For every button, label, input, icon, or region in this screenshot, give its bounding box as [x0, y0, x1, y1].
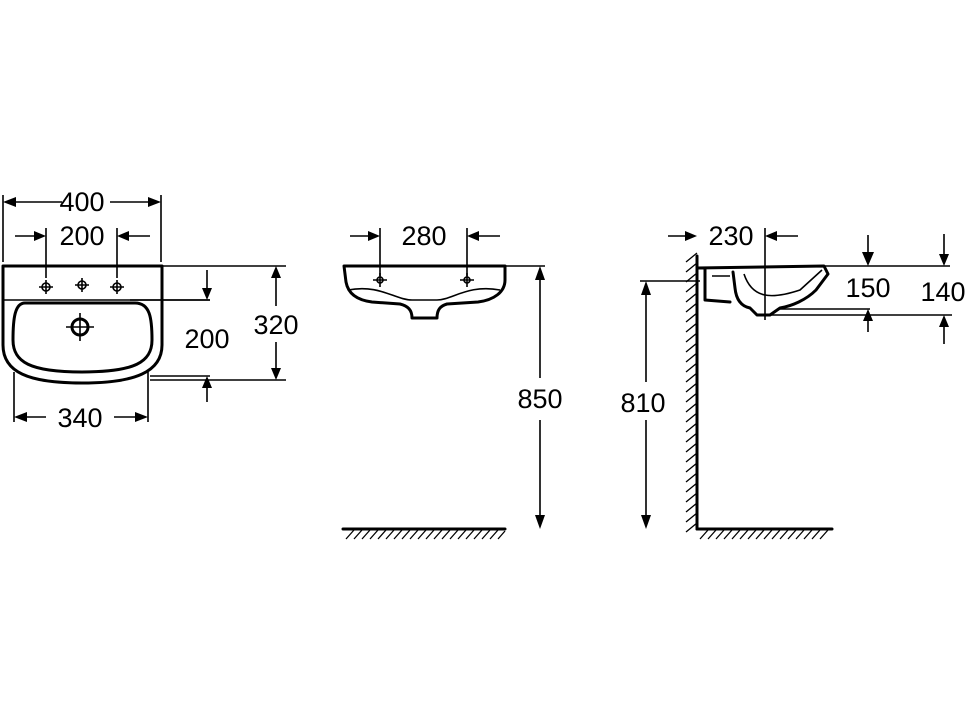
dim-side-150-label: 150: [845, 273, 890, 303]
dim-bottom-width-label: 340: [57, 403, 102, 433]
dim-side-depth: 230: [668, 221, 798, 320]
dim-tap-spacing-label: 200: [59, 221, 104, 251]
dim-front-holes-label: 280: [401, 221, 446, 251]
dim-total-depth: 320: [150, 265, 299, 381]
dim-top-width-label: 400: [59, 187, 104, 217]
front-view-holes: [373, 273, 474, 287]
side-view: 230 810 150 140: [620, 221, 966, 540]
dim-bowl-depth-label: 200: [184, 324, 229, 354]
dim-bowl-depth: 200: [130, 270, 230, 402]
dim-top-width: 400: [2, 187, 162, 262]
top-view-drain: [66, 313, 94, 341]
front-view-bowl-line: [347, 287, 501, 301]
dim-front-holes: 280: [350, 221, 500, 276]
dim-side-140: 140: [770, 234, 966, 344]
dim-front-height: 850: [505, 265, 563, 529]
side-view-floor: [695, 527, 834, 540]
front-view: 280 850: [341, 221, 563, 540]
dim-side-depth-label: 230: [708, 221, 753, 251]
dim-tap-spacing: 200: [15, 221, 150, 278]
dim-side-height-label: 810: [620, 388, 665, 418]
dim-total-depth-label: 320: [253, 310, 298, 340]
dim-side-140-label: 140: [920, 277, 965, 307]
front-view-outline: [342, 264, 507, 320]
top-view-outer-outline: [1, 264, 164, 385]
side-view-wall: [685, 252, 699, 533]
dim-side-height: 810: [620, 280, 700, 529]
dim-side-150: 150: [780, 235, 950, 332]
top-view-tap-holes: [39, 278, 124, 294]
dim-bottom-width: 340: [13, 372, 149, 433]
side-view-basin-profile: [695, 264, 830, 317]
top-view: 400 200 340 200: [1, 187, 299, 433]
top-view-inner-bowl: [11, 301, 154, 374]
dim-front-height-label: 850: [517, 384, 562, 414]
front-view-floor: [341, 527, 507, 540]
